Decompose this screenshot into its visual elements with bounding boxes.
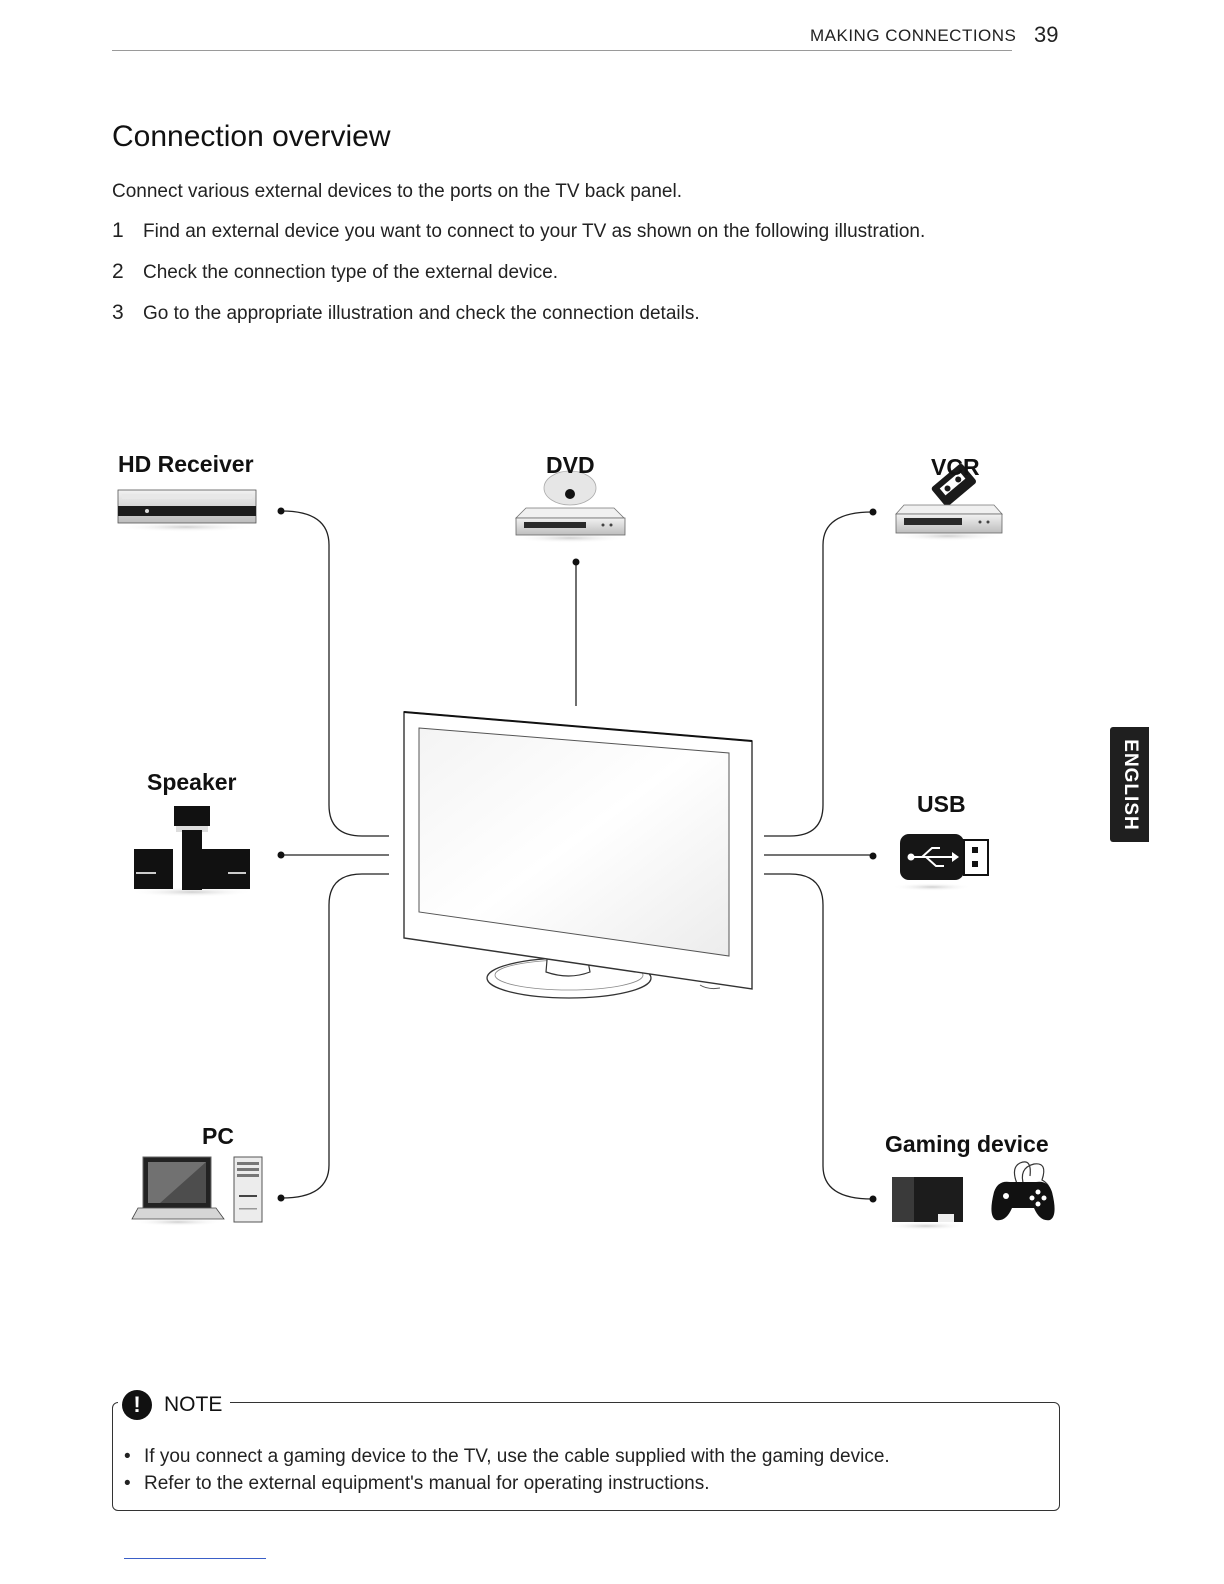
dot-vcr [869,508,877,516]
footer-rule [124,1558,266,1559]
speaker-system-icon [130,806,254,897]
dvd-player-icon [512,470,628,543]
hd-receiver-icon [116,489,257,532]
page-number: 39 [1034,22,1059,47]
note-title: NOTE [164,1393,223,1416]
gamepad-icon [991,1161,1055,1221]
line-pc [281,873,389,1199]
dot-usb [869,852,877,860]
dot-speaker [277,851,285,859]
page-title: Connection overview [112,120,391,153]
vcr-icon [892,463,1004,541]
pc-tower-icon [233,1156,263,1223]
header-divider [112,50,1012,51]
note-list: If you connect a gaming device to the TV… [124,1446,890,1500]
step-number: 1 [112,219,124,242]
dot-dvd [572,558,580,566]
running-header-section: MAKING CONNECTIONS [810,26,1017,45]
label-pc: PC [202,1123,234,1149]
dot-pc [277,1194,285,1202]
line-gaming [764,873,873,1200]
label-gaming-device: Gaming device [885,1131,1049,1157]
list-item: If you connect a gaming device to the TV… [124,1446,890,1473]
label-dvd: DVD [546,452,595,478]
dot-hd-receiver [277,507,285,515]
language-tab-label: ENGLISH [1119,738,1141,831]
label-usb: USB [917,791,966,817]
step-text: Find an external device you want to conn… [143,221,926,242]
game-console-icon [886,1177,966,1230]
label-hd-receiver: HD Receiver [118,451,254,477]
dot-gaming [869,1195,877,1203]
step-text: Go to the appropriate illustration and c… [143,303,700,324]
label-vcr: VCR [931,454,980,480]
label-speaker: Speaker [147,769,237,795]
language-tab: ENGLISH [1110,727,1149,842]
usb-drive-icon [892,834,989,891]
step-number: 3 [112,301,124,324]
note-header: ! NOTE [118,1388,231,1422]
step-text: Check the connection type of the externa… [143,262,559,283]
connection-lines [281,510,873,1200]
laptop-icon [131,1156,225,1226]
tv-icon [403,711,753,999]
exclamation-icon: ! [122,1390,152,1420]
intro-text: Connect various external devices to the … [112,181,682,202]
step-number: 2 [112,260,124,283]
line-hd-receiver [281,510,389,837]
list-item: Refer to the external equipment's manual… [124,1473,890,1500]
connection-dots [277,507,877,1203]
line-vcr [764,511,873,837]
